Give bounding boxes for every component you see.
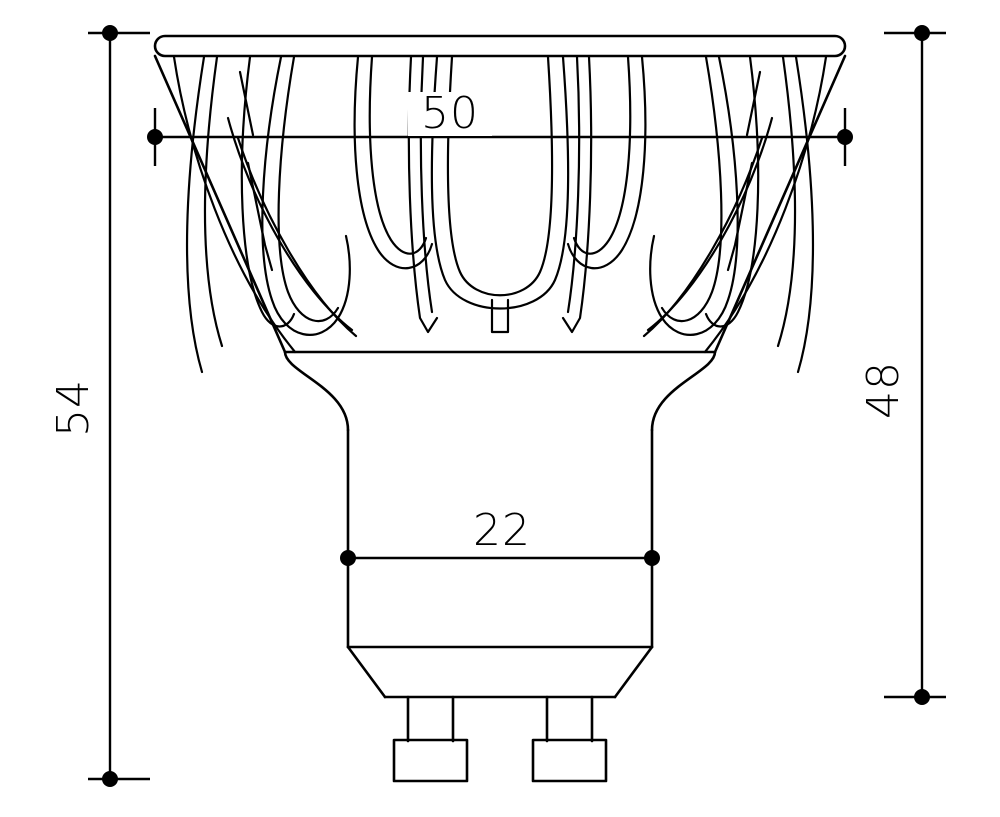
facet-mid-right-rib xyxy=(561,55,593,334)
dim-label-50: 50 xyxy=(421,88,479,139)
facet-outer-left-wall-a xyxy=(185,55,206,374)
reflector-facets xyxy=(172,55,828,374)
facet-outer-left-diagonal-c xyxy=(236,136,358,338)
facet-outer-right-wall-a xyxy=(794,55,815,374)
facet-center xyxy=(430,55,570,334)
reflector-left-wall xyxy=(153,54,287,354)
dim-label-50-backdrop xyxy=(408,92,492,136)
dimension-reflector-diameter-50: 50 xyxy=(147,88,853,166)
dim-dot-54-bottom xyxy=(102,771,118,787)
dim-dot-50-right xyxy=(837,129,853,145)
dim-label-54: 54 xyxy=(48,379,99,437)
facet-mid-left-inner xyxy=(368,55,428,255)
facet-outer-left xyxy=(172,55,358,374)
facet-outer-right-bowl-inner xyxy=(660,55,723,323)
pin-right-head xyxy=(531,738,608,783)
facet-outer-right-wall-b xyxy=(776,55,797,348)
facet-outer-right-diagonal-a xyxy=(703,55,828,354)
facet-center-outer xyxy=(430,55,570,310)
reflector-right-wall xyxy=(713,54,847,354)
facet-mid-right-rib-inner xyxy=(566,55,581,314)
pin-left-head xyxy=(392,738,469,783)
dim-dot-22-left xyxy=(340,550,356,566)
dim-label-48: 48 xyxy=(858,361,909,419)
facet-outer-right-diagonal-c xyxy=(642,136,764,338)
base-taper-right xyxy=(613,645,654,699)
facet-outer-right-bowl xyxy=(649,55,739,336)
dimension-body-height-48: 48 xyxy=(858,25,946,705)
facet-outer-right xyxy=(642,55,828,374)
neck-curve-right xyxy=(650,350,717,432)
facet-mid-right-inner xyxy=(572,55,632,255)
dim-label-22: 22 xyxy=(473,505,531,556)
dim-dot-22-right xyxy=(644,550,660,566)
neck-curve-left xyxy=(283,350,350,432)
gu10-pin-left xyxy=(392,695,469,783)
facet-center-inner xyxy=(446,55,554,297)
lamp-body xyxy=(153,34,847,783)
dimension-base-diameter-22: 22 xyxy=(340,505,660,566)
top-rim xyxy=(153,34,847,58)
facet-mid-right-outer xyxy=(566,55,647,270)
base-taper-left xyxy=(346,645,387,699)
facet-outer-left-diagonal-a xyxy=(172,55,297,354)
facet-outer-left-bowl xyxy=(261,55,351,336)
dim-dot-48-top xyxy=(914,25,930,41)
dim-dot-48-bottom xyxy=(914,689,930,705)
facet-center-stem xyxy=(490,298,510,334)
facet-outer-left-bowl-inner xyxy=(277,55,340,323)
facet-outer-left-wall-b xyxy=(203,55,224,348)
gu10-pin-right xyxy=(531,695,608,783)
dimension-overall-height-54: 54 xyxy=(48,25,150,787)
dim-dot-50-left xyxy=(147,129,163,145)
facet-outer-left-notch xyxy=(240,55,296,328)
facet-mid-right xyxy=(561,55,647,334)
dim-dot-54-top xyxy=(102,25,118,41)
facet-mid-left-outer xyxy=(353,55,434,270)
facet-outer-right-notch xyxy=(704,55,760,328)
